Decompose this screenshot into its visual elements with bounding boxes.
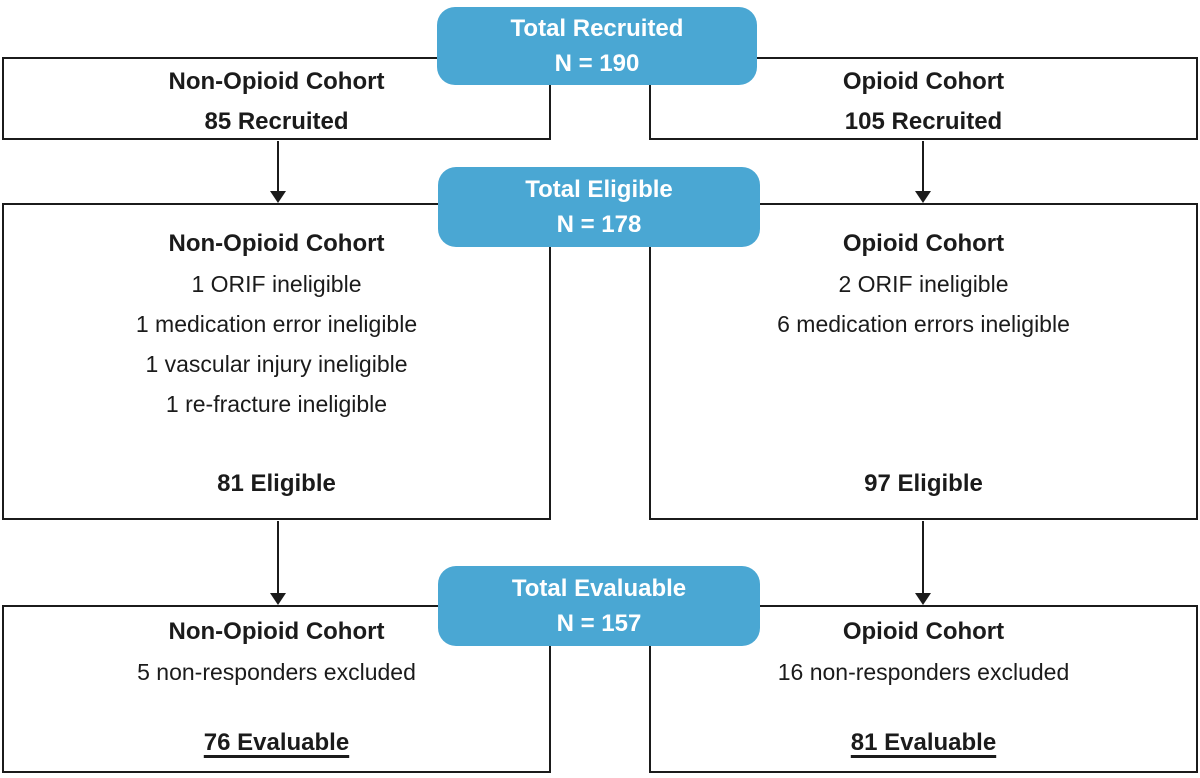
arrow-shaft — [922, 141, 924, 191]
cohort-title: Opioid Cohort — [842, 68, 1005, 95]
exclusion-line: 16 non-responders excluded — [777, 659, 1070, 685]
recruited-count: 105 Recruited — [844, 108, 1003, 135]
exclusion-line: 1 ORIF ineligible — [191, 271, 362, 297]
total-title: Total Recruited — [510, 15, 684, 42]
total-title: Total Evaluable — [511, 575, 687, 602]
arrow-shaft — [922, 521, 924, 593]
total-title: Total Eligible — [525, 176, 673, 203]
arrow-shaft — [277, 521, 279, 593]
exclusion-line: 6 medication errors ineligible — [777, 311, 1070, 337]
total-eligible-box: Total Eligible N = 178 — [438, 167, 760, 247]
eligible-count: 97 Eligible — [864, 470, 983, 497]
cohort-title: Non-Opioid Cohort — [168, 68, 385, 95]
cohort-title: Opioid Cohort — [842, 618, 1005, 645]
exclusion-line: 1 re-fracture ineligible — [165, 391, 388, 417]
exclusion-line: 1 medication error ineligible — [135, 311, 418, 337]
arrowhead-down-icon — [915, 191, 931, 203]
total-evaluable-box: Total Evaluable N = 157 — [438, 566, 760, 646]
total-recruited-box: Total Recruited N = 190 — [437, 7, 757, 85]
total-n: N = 190 — [554, 50, 640, 77]
eligible-non-opioid-box: Non-Opioid Cohort 1 ORIF ineligible 1 me… — [2, 203, 551, 520]
exclusion-line: 5 non-responders excluded — [137, 659, 416, 685]
cohort-title: Non-Opioid Cohort — [168, 618, 385, 645]
recruited-opioid-box: Opioid Cohort 105 Recruited — [649, 57, 1198, 140]
exclusion-line: 1 vascular injury ineligible — [145, 351, 408, 377]
evaluable-count: 81 Evaluable — [850, 729, 997, 756]
arrowhead-down-icon — [270, 593, 286, 605]
cohort-title: Non-Opioid Cohort — [168, 230, 385, 257]
arrowhead-down-icon — [915, 593, 931, 605]
recruited-count: 85 Recruited — [204, 108, 349, 135]
arrowhead-down-icon — [270, 191, 286, 203]
arrow-shaft — [277, 141, 279, 191]
exclusion-line: 2 ORIF ineligible — [838, 271, 1009, 297]
total-n: N = 178 — [556, 211, 642, 238]
cohort-title: Opioid Cohort — [842, 230, 1005, 257]
evaluable-count: 76 Evaluable — [203, 729, 350, 756]
total-n: N = 157 — [556, 610, 642, 637]
eligible-opioid-box: Opioid Cohort 2 ORIF ineligible 6 medica… — [649, 203, 1198, 520]
eligible-count: 81 Eligible — [217, 470, 336, 497]
